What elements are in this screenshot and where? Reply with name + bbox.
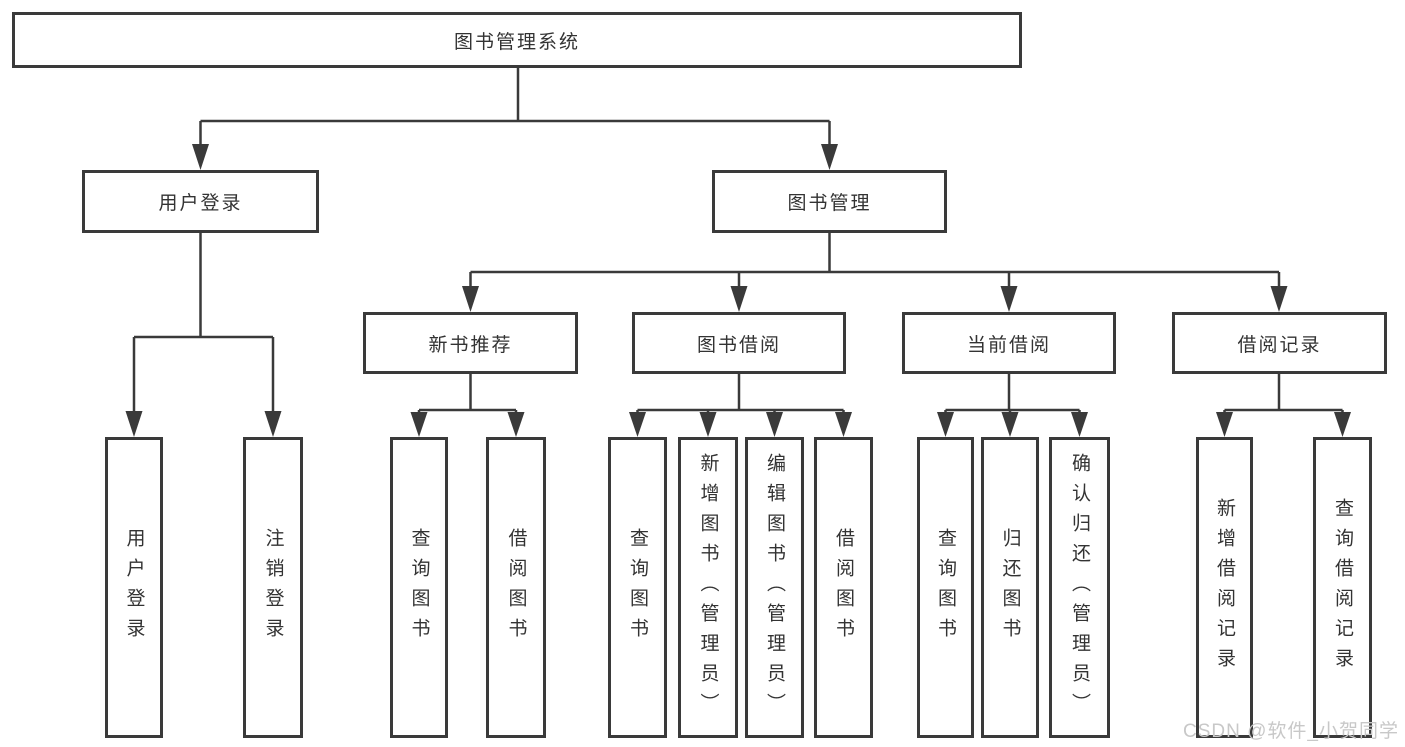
node-current-label: 当前借阅	[966, 334, 1051, 356]
arrowheads-records-children	[1216, 412, 1351, 437]
leaf-borrow-add-label: 新增图书（管理员）	[697, 452, 719, 723]
csdn-watermark: CSDN @软件_小贺同学	[1183, 721, 1399, 742]
leaf-new-book-borrow-label: 借阅图书	[505, 527, 527, 648]
leaf-user-login: 用户登录	[105, 437, 163, 738]
leaf-borrow-edit: 编辑图书（管理员）	[745, 437, 804, 738]
leaf-current-confirm: 确认归还（管理员）	[1049, 437, 1110, 738]
arrowheads-user-login-children	[125, 411, 282, 437]
node-records: 借阅记录	[1172, 312, 1387, 374]
node-borrow-label: 图书借阅	[696, 334, 781, 356]
leaf-logout: 注销登录	[243, 437, 303, 738]
leaf-current-return: 归还图书	[981, 437, 1039, 738]
leaf-borrow-borrow-label: 借阅图书	[833, 527, 854, 648]
arrowheads-book-mgmt-children	[462, 286, 1288, 312]
connector-borrow-children	[636, 374, 845, 414]
connector-current-children	[944, 374, 1081, 414]
arrowheads-root-to-level2	[192, 144, 838, 170]
leaf-records-query-label: 查询借阅记录	[1332, 497, 1353, 678]
leaf-borrow-add: 新增图书（管理员）	[678, 437, 738, 738]
connector-new-book-children	[417, 374, 518, 414]
leaf-records-add: 新增借阅记录	[1196, 437, 1253, 738]
leaf-current-return-label: 归还图书	[999, 527, 1021, 648]
node-user-login-label: 用户登录	[158, 193, 243, 214]
node-user-login: 用户登录	[82, 170, 319, 233]
leaf-current-confirm-label: 确认归还（管理员）	[1069, 452, 1090, 723]
node-new-book-label: 新书推荐	[428, 334, 513, 356]
leaf-current-query-label: 查询图书	[935, 527, 956, 648]
connector-root-to-level2	[199, 68, 831, 146]
connector-user-login-children	[132, 233, 275, 413]
leaf-new-book-query: 查询图书	[390, 437, 448, 738]
node-records-label: 借阅记录	[1237, 334, 1322, 356]
node-new-book: 新书推荐	[363, 312, 578, 374]
node-book-mgmt-label: 图书管理	[787, 193, 872, 214]
node-borrow: 图书借阅	[632, 312, 846, 374]
leaf-records-query: 查询借阅记录	[1313, 437, 1372, 738]
leaf-borrow-query: 查询图书	[608, 437, 667, 738]
connector-records-children	[1223, 374, 1344, 414]
leaf-borrow-query-label: 查询图书	[627, 527, 648, 648]
node-root-label: 图书管理系统	[453, 31, 580, 53]
node-current: 当前借阅	[902, 312, 1116, 374]
leaf-borrow-edit-label: 编辑图书（管理员）	[764, 452, 785, 723]
leaf-new-book-borrow: 借阅图书	[486, 437, 546, 738]
arrowheads-current-children	[937, 412, 1088, 437]
leaf-records-add-label: 新增借阅记录	[1214, 497, 1235, 678]
leaf-new-book-query-label: 查询图书	[408, 527, 430, 648]
leaf-borrow-borrow: 借阅图书	[814, 437, 873, 738]
node-book-mgmt: 图书管理	[712, 170, 947, 233]
arrowheads-new-book-children	[410, 412, 525, 437]
node-root: 图书管理系统	[12, 12, 1022, 68]
leaf-current-query: 查询图书	[917, 437, 974, 738]
leaf-user-login-label: 用户登录	[123, 527, 145, 648]
arrowheads-borrow-children	[629, 412, 852, 437]
connector-book-mgmt-children	[469, 233, 1281, 288]
leaf-logout-label: 注销登录	[262, 527, 284, 648]
